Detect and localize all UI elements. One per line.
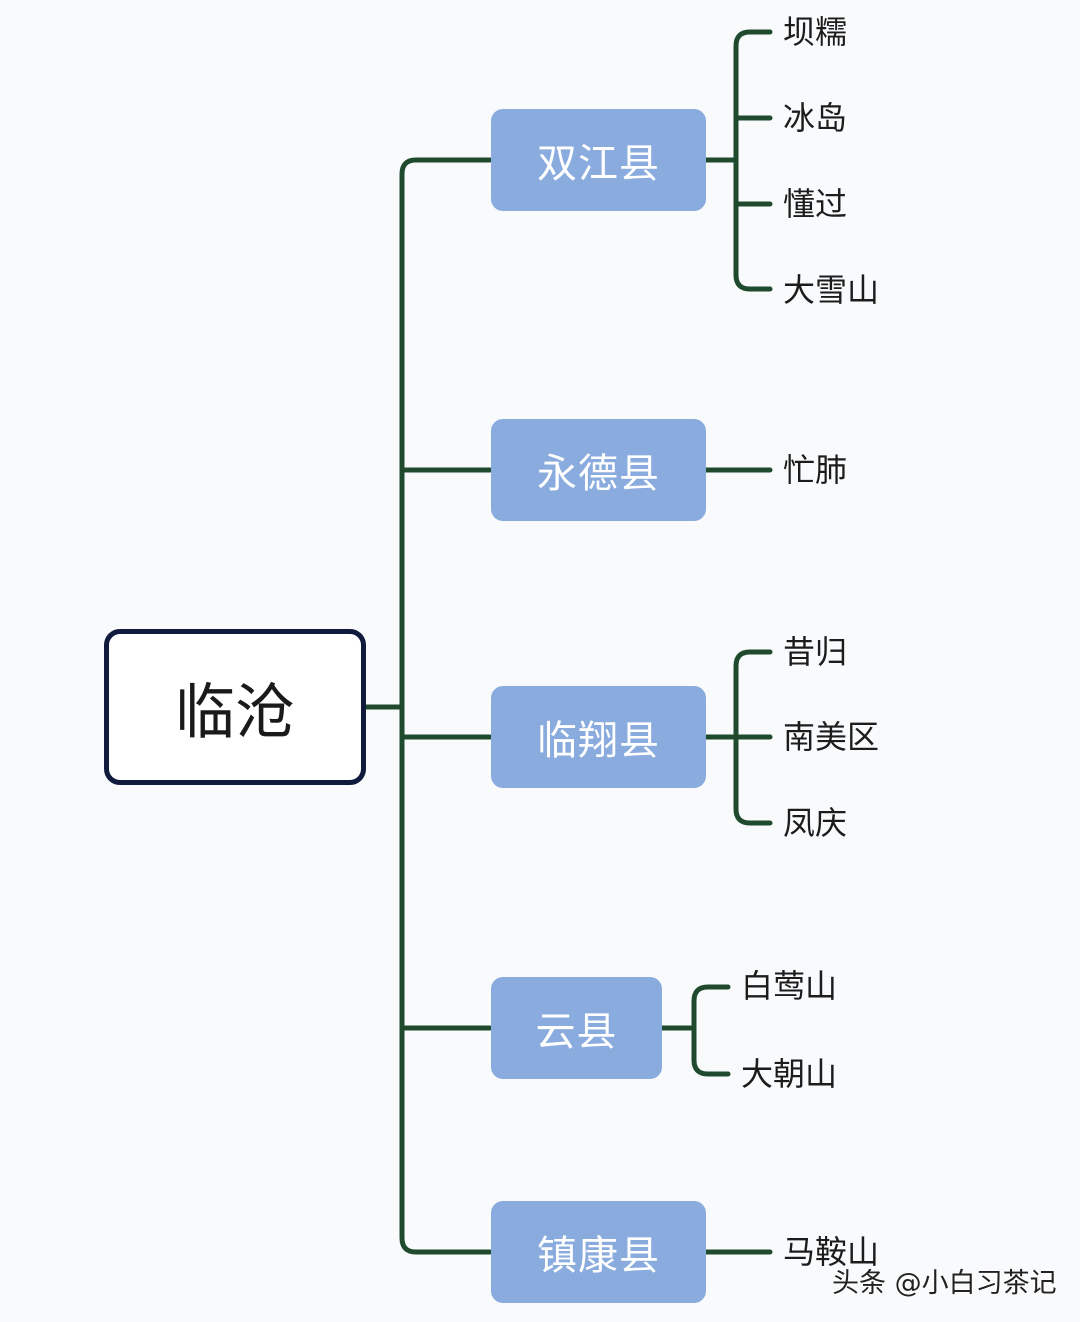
county-label: 永德县 bbox=[537, 451, 660, 497]
county-label: 镇康县 bbox=[537, 1233, 660, 1279]
county-node-yongde: 永德县 bbox=[491, 419, 706, 521]
leaf-node: 南美区 bbox=[783, 718, 880, 756]
leaf-node: 懂过 bbox=[783, 185, 848, 223]
leaf-node: 大朝山 bbox=[741, 1055, 838, 1093]
leaf-node: 昔归 bbox=[783, 633, 848, 671]
watermark: 头条 @小白习茶记 bbox=[832, 1268, 1057, 1299]
leaf-node: 坝糯 bbox=[783, 13, 848, 51]
county-node-shuangjiang: 双江县 bbox=[491, 109, 706, 211]
leaf-node: 马鞍山 bbox=[783, 1233, 880, 1271]
root-label: 临沧 bbox=[175, 677, 295, 748]
county-node-zhenkang: 镇康县 bbox=[491, 1201, 706, 1303]
county-node-yunxian: 云县 bbox=[491, 977, 662, 1079]
leaf-node: 大雪山 bbox=[783, 271, 880, 309]
leaf-node: 忙肺 bbox=[783, 451, 848, 489]
county-node-linxiang: 临翔县 bbox=[491, 686, 706, 788]
root-node: 临沧 bbox=[104, 629, 366, 785]
leaf-node: 凤庆 bbox=[783, 804, 848, 842]
county-label: 双江县 bbox=[537, 141, 660, 187]
main-trunk bbox=[399, 157, 493, 1255]
county-label: 云县 bbox=[535, 1009, 618, 1055]
county-label: 临翔县 bbox=[537, 718, 660, 764]
leaf-node: 冰岛 bbox=[783, 99, 848, 137]
leaf-node: 白莺山 bbox=[741, 967, 838, 1005]
